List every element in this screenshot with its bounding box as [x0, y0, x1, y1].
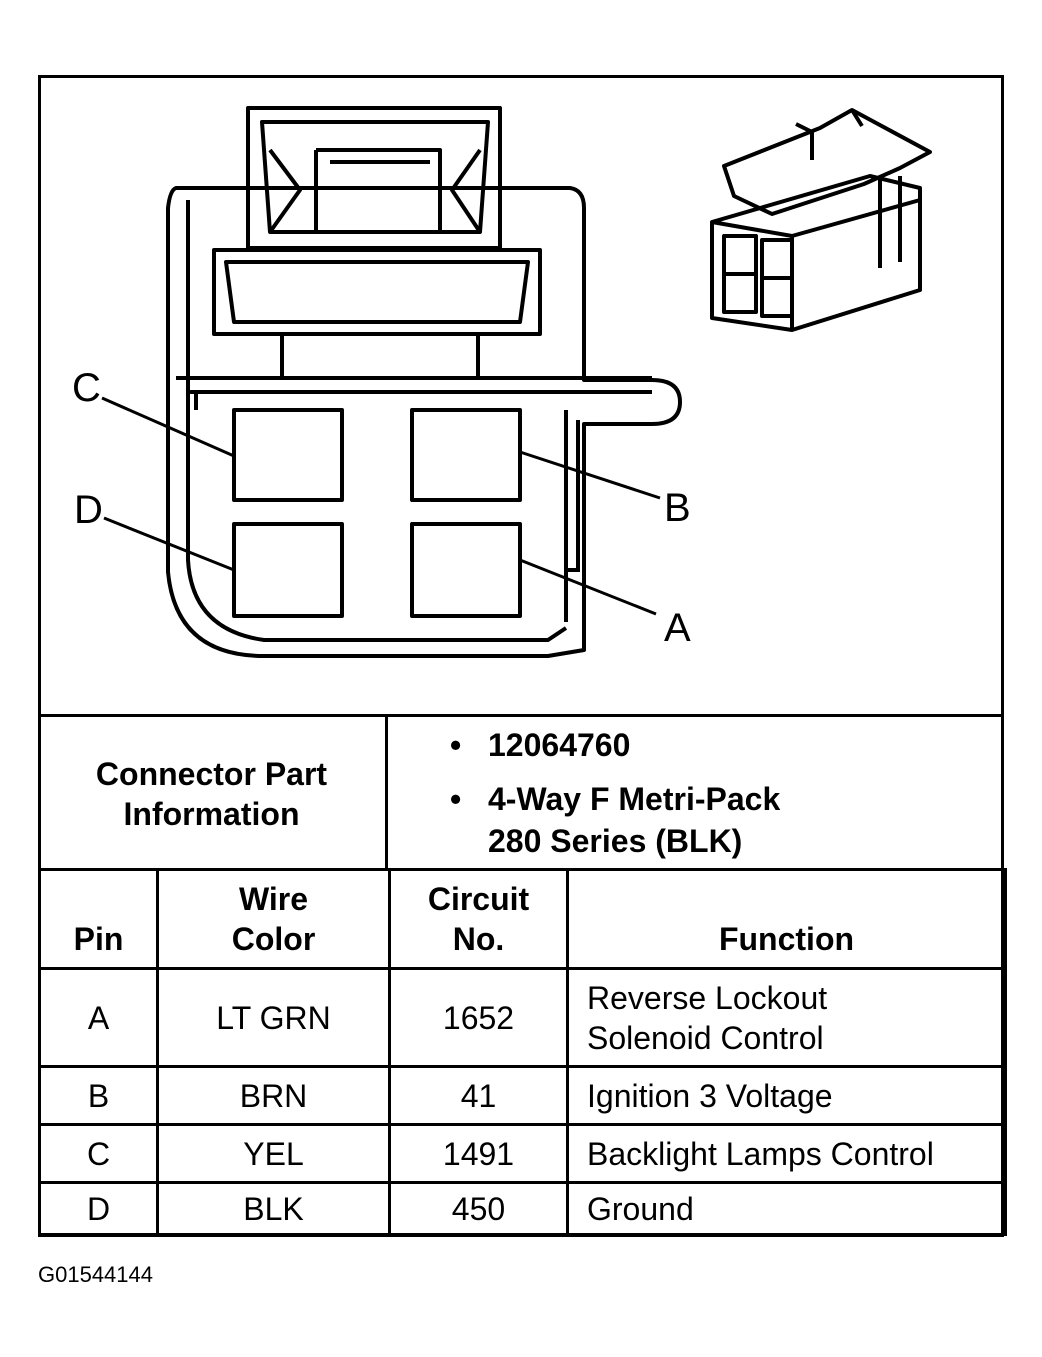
pin-label-c: C [72, 366, 101, 410]
cell-wire: YEL [156, 1123, 391, 1184]
cell-function: Ground [566, 1181, 1007, 1236]
connector-info-label-line2: Information [123, 795, 300, 832]
header-pin: Pin [38, 868, 159, 970]
connector-description-line2: 280 Series (BLK) [488, 823, 743, 859]
cell-pin: D [38, 1181, 159, 1236]
table-row: C YEL 1491 Backlight Lamps Control [38, 1123, 1007, 1184]
connector-diagram [101, 106, 932, 658]
cell-wire: LT GRN [156, 967, 391, 1068]
cell-circuit: 1491 [388, 1123, 569, 1184]
cell-pin: B [38, 1065, 159, 1126]
connector-info-values: • 12064760 • 4-Way F Metri-Pack 280 Seri… [388, 717, 1004, 870]
connector-description-line1: 4-Way F Metri-Pack [488, 781, 781, 817]
cell-function: Ignition 3 Voltage [566, 1065, 1007, 1126]
header-function: Function [566, 868, 1007, 970]
diagram-frame [38, 75, 1004, 1237]
pin-label-b: B [664, 486, 691, 530]
connector-info-row: Connector Part Information • 12064760 • … [38, 714, 1004, 870]
cell-circuit: 1652 [388, 967, 569, 1068]
connector-latch [246, 106, 502, 250]
bullet-icon: • [450, 727, 462, 763]
cell-circuit: 450 [388, 1181, 569, 1236]
connector-info-label: Connector Part Information [38, 717, 388, 870]
table-row: B BRN 41 Ignition 3 Voltage [38, 1065, 1007, 1126]
bullet-icon: • [450, 781, 462, 817]
figure-code: G01544144 [38, 1262, 153, 1287]
cell-pin: C [38, 1123, 159, 1184]
pin-label-d: D [74, 488, 103, 532]
cavity-c [232, 408, 344, 502]
cell-wire: BRN [156, 1065, 391, 1126]
cell-circuit: 41 [388, 1065, 569, 1126]
connector-3d-view [710, 108, 932, 332]
connector-housing [166, 186, 682, 658]
cell-wire: BLK [156, 1181, 391, 1236]
pin-label-a: A [664, 606, 691, 650]
cell-function: Backlight Lamps Control [566, 1123, 1007, 1184]
part-number: 12064760 [488, 727, 631, 763]
cavity-a [410, 522, 522, 618]
cavity-b [410, 408, 522, 502]
table-row: D BLK 450 Ground [38, 1181, 1007, 1236]
cell-pin: A [38, 967, 159, 1068]
cavity-d [232, 522, 344, 618]
connector-info-label-line1: Connector Part [95, 755, 328, 792]
